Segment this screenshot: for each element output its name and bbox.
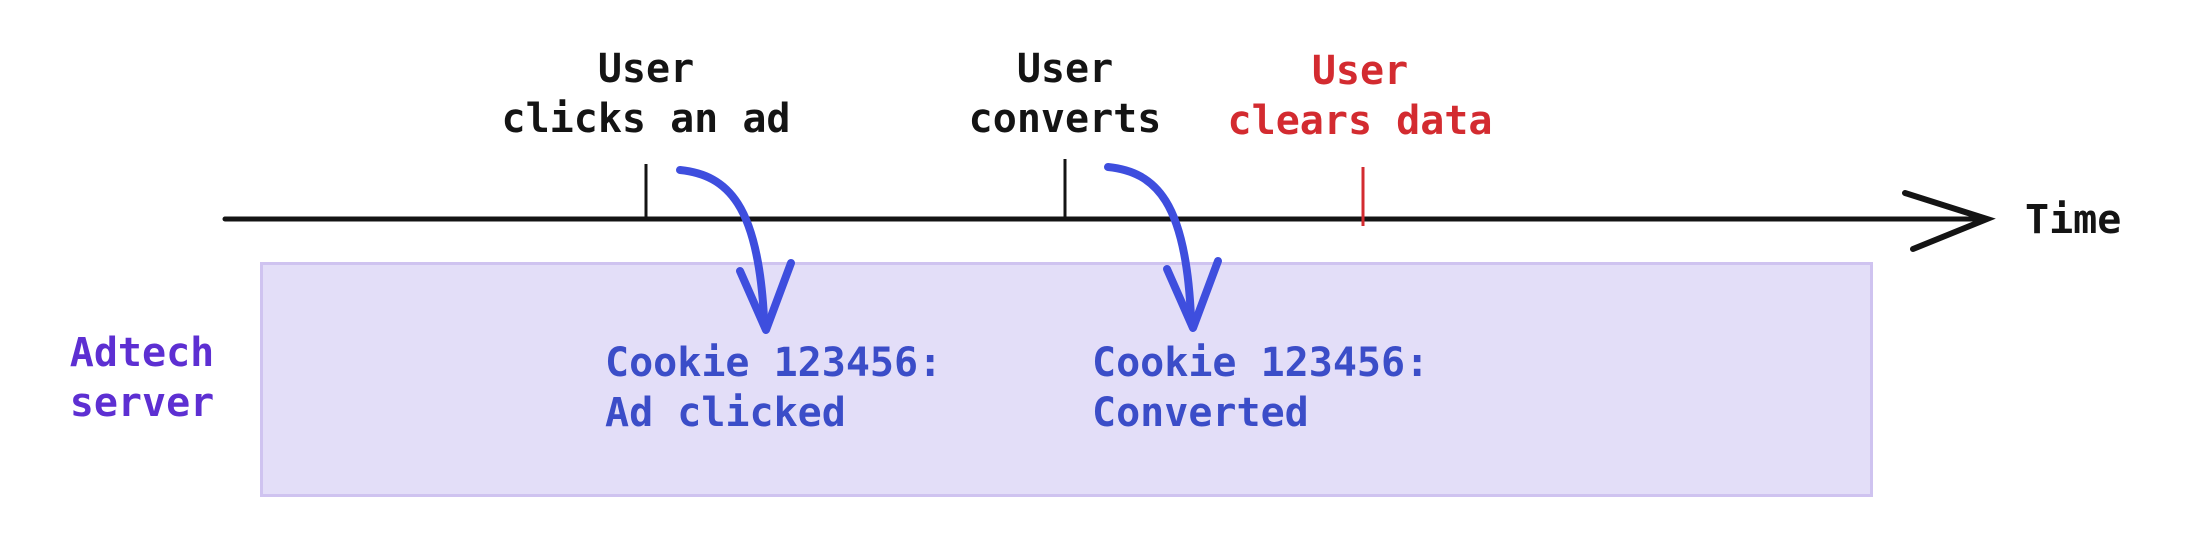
event-label-data-clear: User clears data (1227, 48, 1493, 144)
adtech-server-box-border (260, 262, 1873, 497)
adtech-server-box (261, 263, 1872, 496)
arrow-conversion-to-server (1104, 163, 1195, 322)
arrowhead-ad-click-icon (736, 259, 795, 334)
cookie-record-ad-clicked: Cookie 123456: Ad clicked (605, 340, 943, 436)
adtech-server-label: Adtech server (69, 330, 215, 426)
arrow-ad-click-to-server (676, 166, 768, 322)
event-label-conversion: User converts (968, 46, 1162, 142)
time-axis-label: Time (2025, 197, 2122, 243)
arrowhead-conversion-icon (1163, 257, 1222, 332)
cookie-record-converted: Cookie 123456: Converted (1092, 340, 1430, 436)
event-label-ad-click: User clicks an ad (501, 46, 791, 142)
timeline-arrowhead-icon (1902, 190, 1996, 252)
